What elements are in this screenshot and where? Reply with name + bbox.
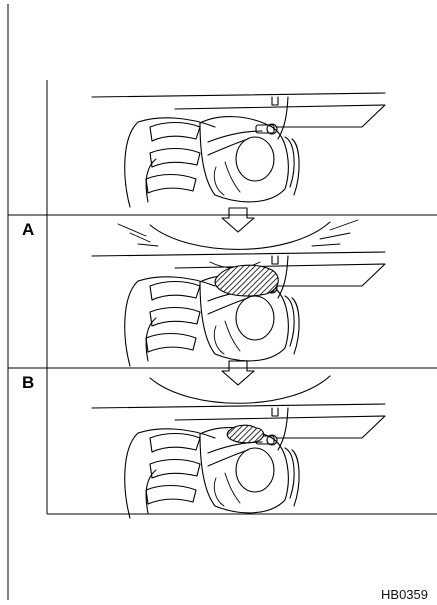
panel-b [92, 376, 385, 518]
panel-a [92, 220, 385, 366]
figure-code: HB0359 [381, 588, 428, 601]
airbag-inflated [215, 265, 278, 296]
panel-label-b: B [22, 374, 34, 391]
down-arrow-icon [222, 208, 254, 232]
panel-initial [92, 93, 385, 207]
down-arrow-icon [222, 361, 254, 385]
panel-label-a: A [22, 221, 34, 238]
airbag-deflated [227, 425, 263, 443]
